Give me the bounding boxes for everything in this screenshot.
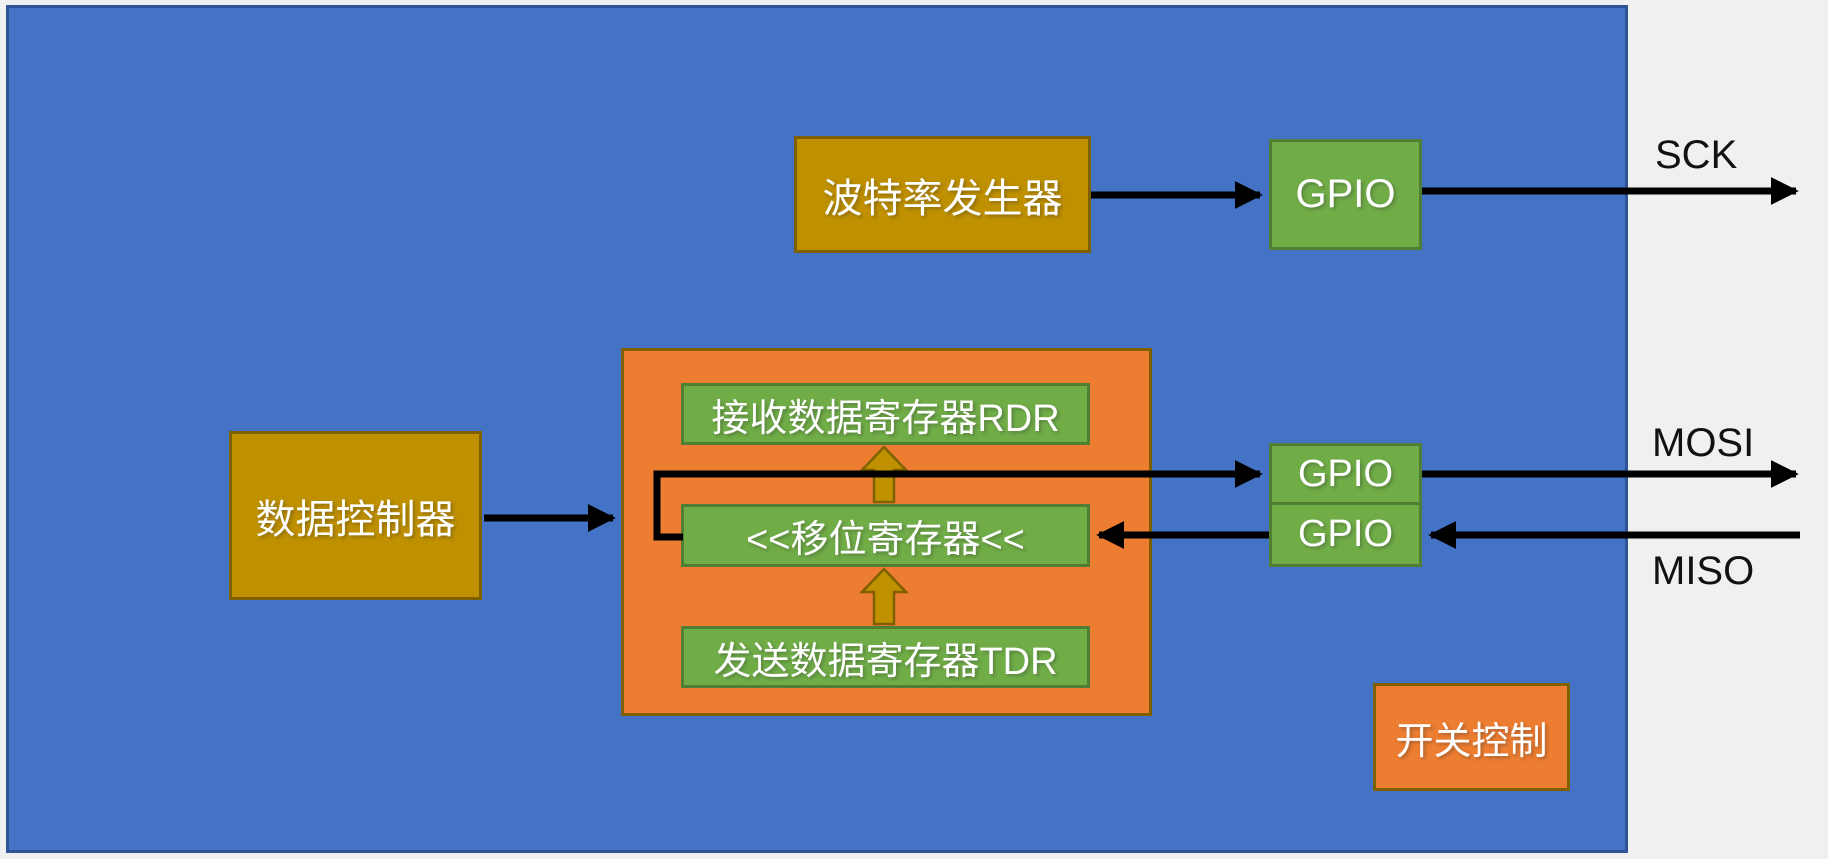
gpio-sck-label: GPIO [1295, 172, 1396, 216]
gpio-miso-label: GPIO [1297, 513, 1394, 555]
gpio-mosi-label: GPIO [1297, 452, 1394, 495]
data-controller-block: 数据控制器 [229, 431, 482, 600]
gpio-sck-block: GPIO [1269, 139, 1422, 250]
transmit-data-register-block: 发送数据寄存器TDR [681, 626, 1090, 688]
shift-register-block: <<移位寄存器<< [681, 504, 1090, 567]
data-controller-label: 数据控制器 [255, 497, 456, 542]
switch-control-block: 开关控制 [1373, 683, 1570, 791]
gpio-mosi-block: GPIO [1269, 443, 1422, 505]
mosi-signal-label: MOSI [1652, 421, 1755, 465]
transmit-data-register-label: 发送数据寄存器TDR [713, 640, 1058, 683]
shift-register-label: <<移位寄存器<< [746, 519, 1025, 561]
baud-rate-generator-label: 波特率发生器 [822, 176, 1063, 221]
receive-data-register-label: 接收数据寄存器RDR [711, 397, 1060, 440]
baud-rate-generator-block: 波特率发生器 [794, 136, 1091, 253]
miso-signal-label: MISO [1652, 549, 1755, 593]
receive-data-register-block: 接收数据寄存器RDR [681, 383, 1090, 445]
switch-control-label: 开关控制 [1395, 720, 1548, 763]
gpio-miso-block: GPIO [1269, 502, 1422, 567]
sck-signal-label: SCK [1655, 133, 1738, 177]
